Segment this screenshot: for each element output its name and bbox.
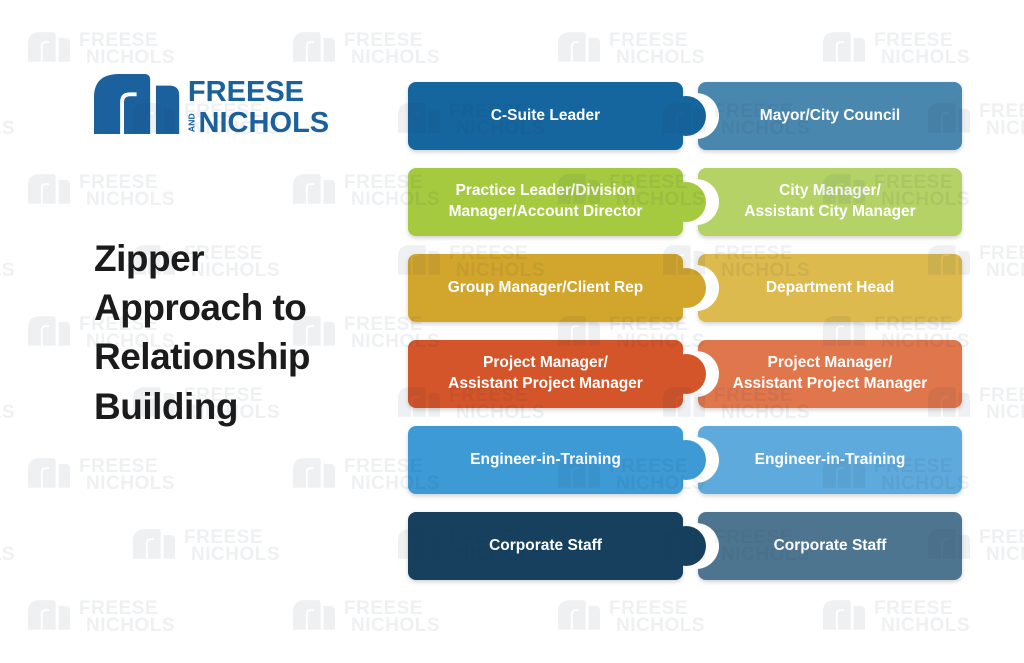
page-title: Zipper Approach to Relationship Building [94, 238, 311, 427]
zipper-diagram: C-Suite Leader Mayor/City Council Practi… [408, 82, 962, 582]
puzzle-tab [666, 268, 706, 308]
client-role-label: City Manager/ Assistant City Manager [744, 182, 916, 220]
zipper-row: Project Manager/ Assistant Project Manag… [408, 340, 962, 408]
puzzle-tab [666, 440, 706, 480]
puzzle-tab [666, 96, 706, 136]
zipper-row: Group Manager/Client Rep Department Head [408, 254, 962, 322]
client-role-block: City Manager/ Assistant City Manager [698, 168, 962, 236]
client-role-block: Project Manager/ Assistant Project Manag… [698, 340, 962, 408]
puzzle-tab [666, 354, 706, 394]
consultant-role-label: Project Manager/ Assistant Project Manag… [448, 354, 643, 392]
fn-mark-icon [94, 74, 180, 135]
zipper-row: Practice Leader/Division Manager/Account… [408, 168, 962, 236]
consultant-role-label: Corporate Staff [489, 536, 602, 554]
consultant-role-label: Practice Leader/Division Manager/Account… [448, 182, 643, 220]
puzzle-tab [666, 182, 706, 222]
consultant-role-label: C-Suite Leader [490, 106, 601, 124]
client-role-label: Project Manager/ Assistant Project Manag… [732, 354, 928, 392]
logo-word-nichols: NICHOLS [199, 107, 330, 139]
zipper-row: Corporate Staff Corporate Staff [408, 512, 962, 580]
logo-word-and: AND [187, 113, 197, 132]
consultant-role-block: Group Manager/Client Rep [408, 254, 706, 322]
zipper-row: Engineer-in-Training Engineer-in-Trainin… [408, 426, 962, 494]
consultant-role-label: Group Manager/Client Rep [447, 278, 644, 296]
consultant-role-block: Corporate Staff [408, 512, 706, 580]
client-role-block: Department Head [698, 254, 962, 322]
client-role-label: Corporate Staff [773, 536, 887, 554]
logo-word-freese: FREESE [188, 76, 304, 108]
consultant-role-block: Engineer-in-Training [408, 426, 706, 494]
client-role-label: Engineer-in-Training [754, 450, 906, 468]
client-role-block: Engineer-in-Training [698, 426, 962, 494]
client-role-block: Corporate Staff [698, 512, 962, 580]
consultant-role-block: Practice Leader/Division Manager/Account… [408, 168, 706, 236]
consultant-role-block: Project Manager/ Assistant Project Manag… [408, 340, 706, 408]
zipper-row: C-Suite Leader Mayor/City Council [408, 82, 962, 150]
consultant-role-label: Engineer-in-Training [470, 450, 621, 468]
client-role-label: Department Head [765, 278, 895, 296]
consultant-role-block: C-Suite Leader [408, 82, 706, 150]
client-role-block: Mayor/City Council [698, 82, 962, 150]
puzzle-tab [666, 526, 706, 566]
client-role-label: Mayor/City Council [759, 106, 901, 124]
freese-nichols-logo: FREESE AND NICHOLS [94, 74, 330, 139]
